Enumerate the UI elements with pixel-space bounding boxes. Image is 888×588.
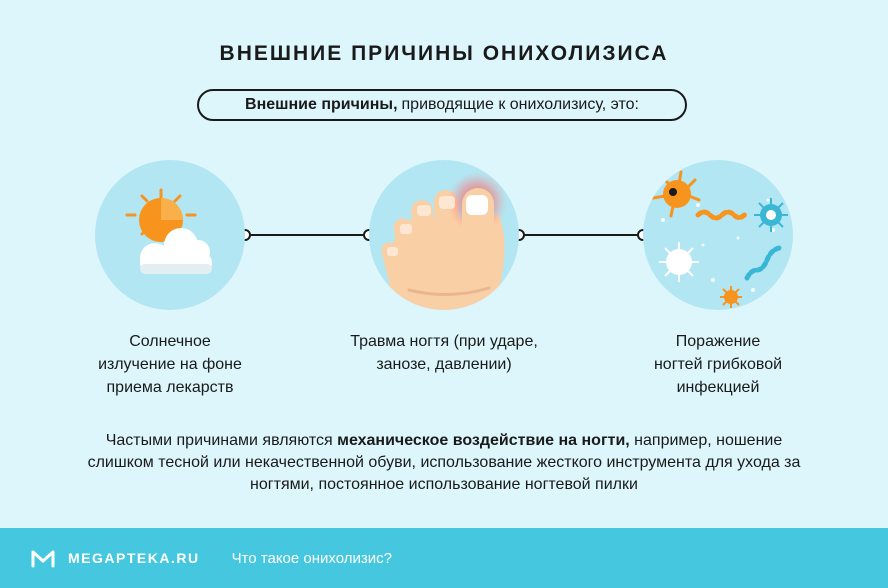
cause-circle-toe: [369, 160, 519, 310]
bottom-text-after: например, ношение слишком тесной или нек…: [87, 432, 801, 493]
megapteka-logo-icon[interactable]: [30, 547, 56, 569]
intro-banner: Внешние причины, приводящие к онихолизис…: [197, 89, 687, 121]
page-title: ВНЕШНИЕ ПРИЧИНЫ ОНИХОЛИЗИСА: [219, 42, 669, 65]
caption-line: ногтей грибковой: [653, 356, 783, 373]
caption-line: приема лекарств: [106, 379, 234, 396]
caption-line: инфекцией: [676, 379, 760, 396]
caption-line: излучение на фоне: [98, 356, 242, 373]
injured-toe-icon: [381, 172, 507, 310]
caption-line: Травма ногтя (при ударе,: [350, 333, 538, 350]
caption-line: Поражение: [675, 333, 761, 350]
caption-toe: Травма ногтя (при ударе, занозе, давлени…: [329, 330, 559, 376]
caption-fungus: Поражение ногтей грибковой инфекцией: [618, 330, 818, 399]
intro-bold: Внешние причины,: [245, 96, 398, 113]
cause-circle-sun: [95, 160, 245, 310]
caption-sun: Солнечное излучение на фоне приема лекар…: [90, 330, 250, 399]
caption-line: Солнечное: [129, 333, 211, 350]
cause-circle-fungus: [643, 160, 793, 310]
bottom-text-bold: механическое воздействие на ногти,: [337, 432, 630, 449]
footer-page-title: Что такое онихолизис?: [231, 549, 392, 567]
intro-rest: приводящие к онихолизису, это:: [401, 96, 639, 113]
brand-link[interactable]: MEGAPTEKA.RU: [68, 550, 200, 566]
bottom-paragraph: Частыми причинами являются механическое …: [80, 430, 808, 496]
sun-cloud-icon: [125, 188, 212, 274]
caption-line: занозе, давлении): [376, 356, 512, 373]
footer-bar: MEGAPTEKA.RU Что такое онихолизис?: [0, 528, 888, 588]
bottom-text-before: Частыми причинами являются: [105, 432, 338, 449]
fungus-microbes-icon: [651, 170, 788, 308]
